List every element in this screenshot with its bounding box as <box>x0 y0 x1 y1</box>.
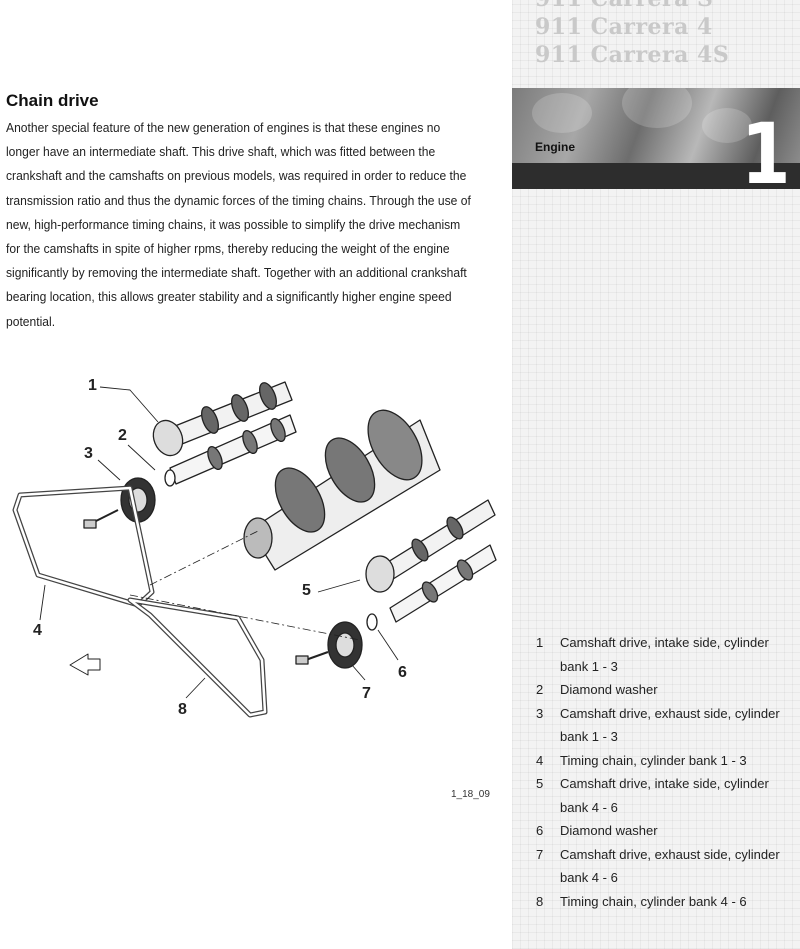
diamond-washer-icon <box>366 613 378 631</box>
body-paragraph: Another special feature of the new gener… <box>6 121 471 329</box>
figure-label: 6 <box>398 664 407 681</box>
legend-item: 3 Camshaft drive, exhaust side, cylinder … <box>536 702 796 749</box>
figure-label: 5 <box>302 582 311 599</box>
bolt-icon <box>83 519 97 529</box>
bolt-icon <box>295 655 309 665</box>
legend-number: 5 <box>536 776 544 791</box>
model-name: 911 Carrera 4 <box>535 14 713 40</box>
figure-id: 1_18_09 <box>451 789 490 800</box>
figure-label: 2 <box>118 427 127 444</box>
figure-label: 7 <box>362 685 371 702</box>
legend-text: Timing chain, cylinder bank 1 - 3 <box>560 752 747 768</box>
section-heading: Chain drive <box>6 91 99 110</box>
legend-item: 6 Diamond washer <box>536 819 796 843</box>
chain-drive-diagram <box>12 381 497 718</box>
chapter-band <box>512 163 800 189</box>
legend-number: 1 <box>536 635 544 650</box>
legend-text: Camshaft drive, exhaust side, cylinder b… <box>560 705 780 745</box>
model-name: 911 Carrera 4S <box>535 42 730 68</box>
legend-text: Diamond washer <box>560 682 658 697</box>
legend-number: 7 <box>536 846 544 862</box>
legend-number: 6 <box>536 823 544 838</box>
legend-item: 1 Camshaft drive, intake side, cylinder b… <box>536 631 796 678</box>
chapter-label: Engine <box>535 140 576 154</box>
sprocket-exhaust-bank2 <box>327 621 363 669</box>
legend-text: Camshaft drive, exhaust side, cylinder b… <box>560 846 780 886</box>
camshaft-exhaust-bank1 <box>169 414 297 485</box>
figure-label: 8 <box>178 701 187 718</box>
legend-item: 8 Timing chain, cylinder bank 4 - 6 <box>536 890 796 914</box>
legend-text: Camshaft drive, intake side, cylinder ba… <box>560 776 769 815</box>
figure-label: 3 <box>84 445 93 462</box>
camshaft-intake-bank2 <box>365 499 496 593</box>
legend-text: Timing chain, cylinder bank 4 - 6 <box>560 893 747 909</box>
chapter-number: 1 <box>740 105 791 203</box>
legend-number: 3 <box>536 705 544 721</box>
legend-number: 4 <box>536 752 544 768</box>
legend-item: 7 Camshaft drive, exhaust side, cylinder … <box>536 843 796 890</box>
legend-item: 4 Timing chain, cylinder bank 1 - 3 <box>536 749 796 773</box>
legend-number: 8 <box>536 893 544 909</box>
diamond-washer-icon <box>164 469 176 487</box>
engine-photo <box>512 88 800 163</box>
legend-item: 5 Camshaft drive, intake side, cylinder b… <box>536 772 796 819</box>
camshaft-intake-bank1 <box>152 381 293 457</box>
direction-arrow-icon <box>69 653 101 676</box>
camshaft-exhaust-bank2 <box>389 544 497 623</box>
legend-text: Diamond washer <box>560 823 658 838</box>
figure-label: 4 <box>33 622 42 639</box>
legend-item: 2 Diamond washer <box>536 678 796 702</box>
crankshaft <box>243 409 441 571</box>
legend-number: 2 <box>536 682 544 697</box>
figure-label: 1 <box>88 377 97 394</box>
legend-text: Camshaft drive, intake side, cylinder ba… <box>560 635 769 674</box>
model-name: 911 Carrera S <box>535 0 713 12</box>
